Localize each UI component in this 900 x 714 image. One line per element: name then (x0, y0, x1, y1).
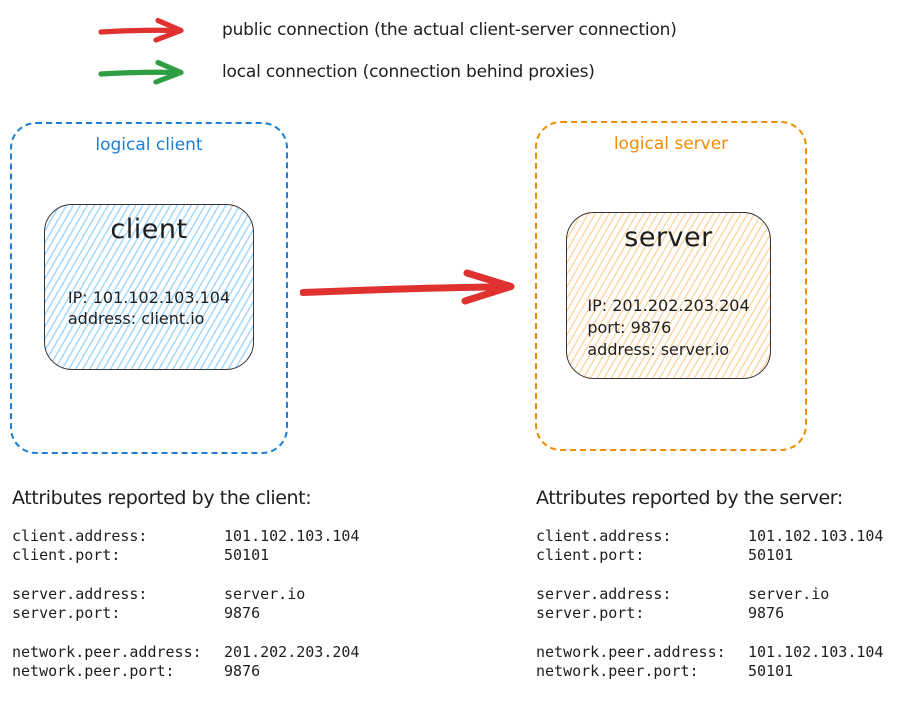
attribute-value: 201.202.203.204 (224, 643, 360, 661)
server-attributes-table: Attributes reported by the server: clien… (536, 486, 900, 701)
client-node-title: client (110, 214, 188, 245)
attribute-key: client.port: (12, 546, 121, 564)
attribute-value: server.io (224, 585, 306, 603)
attribute-key: network.peer.address: (536, 643, 726, 661)
server-ip-line: IP: 201.202.203.204 (587, 296, 750, 315)
server-node-title: server (624, 222, 713, 253)
logical-client-box: logical client client IP: 101.102.103.10… (10, 122, 288, 454)
client-attributes-title: Attributes reported by the client: (12, 487, 312, 509)
server-attributes-title: Attributes reported by the server: (536, 487, 843, 509)
attribute-group: server.address: server.io server.port: 9876 (536, 585, 900, 623)
logical-server-label: logical server (613, 134, 729, 154)
attribute-row: network.peer.port: 50101 (536, 662, 900, 681)
attribute-row: server.port: 9876 (12, 604, 382, 623)
attribute-row: server.address: server.io (536, 585, 900, 604)
attribute-value: 9876 (224, 662, 261, 680)
attribute-value: 9876 (748, 604, 785, 622)
local-connection-arrow-icon (98, 59, 184, 85)
attribute-value: 50101 (224, 546, 270, 564)
attribute-value: server.io (748, 585, 830, 603)
attribute-value: 101.102.103.104 (224, 527, 360, 545)
attribute-row: client.address: 101.102.103.104 (12, 527, 382, 546)
public-connection-legend-label: public connection (the actual client-ser… (222, 20, 677, 40)
attribute-row: network.peer.address: 201.202.203.204 (12, 643, 382, 662)
attribute-row: network.peer.address: 101.102.103.104 (536, 643, 900, 662)
attribute-key: client.address: (536, 527, 672, 545)
public-connection-arrow-icon (98, 17, 184, 43)
attribute-key: server.port: (536, 604, 645, 622)
client-address-line: address: client.io (67, 309, 205, 328)
client-attributes-table: Attributes reported by the client: clien… (12, 486, 382, 701)
client-to-server-arrow-icon (300, 269, 515, 305)
attribute-row: client.port: 50101 (12, 546, 382, 565)
logical-server-box: logical server server IP: 201.202.203.20… (535, 121, 807, 451)
attribute-row: server.port: 9876 (536, 604, 900, 623)
attribute-group: server.address: server.io server.port: 9876 (12, 585, 382, 623)
attribute-key: network.peer.port: (12, 662, 175, 680)
server-node: server IP: 201.202.203.204 port: 9876 ad… (566, 212, 771, 379)
attribute-value: 50101 (748, 546, 794, 564)
attribute-key: server.address: (12, 585, 148, 603)
attribute-row: server.address: server.io (12, 585, 382, 604)
server-address-line: address: server.io (587, 340, 730, 359)
attribute-value: 101.102.103.104 (748, 527, 884, 545)
local-connection-legend-label: local connection (connection behind prox… (222, 62, 595, 82)
client-ip-line: IP: 101.102.103.104 (67, 288, 231, 307)
attribute-key: network.peer.address: (12, 643, 202, 661)
client-node: client IP: 101.102.103.104 address: clie… (44, 204, 254, 370)
attribute-row: client.port: 50101 (536, 546, 900, 565)
server-port-line: port: 9876 (587, 318, 672, 337)
attribute-key: server.port: (12, 604, 121, 622)
attribute-key: client.port: (536, 546, 645, 564)
logical-client-label: logical client (95, 135, 203, 155)
attribute-row: network.peer.port: 9876 (12, 662, 382, 681)
attribute-row: client.address: 101.102.103.104 (536, 527, 900, 546)
attribute-key: network.peer.port: (536, 662, 699, 680)
attribute-key: server.address: (536, 585, 672, 603)
attribute-key: client.address: (12, 527, 148, 545)
attribute-value: 101.102.103.104 (748, 643, 884, 661)
attribute-value: 9876 (224, 604, 261, 622)
attribute-value: 50101 (748, 662, 794, 680)
